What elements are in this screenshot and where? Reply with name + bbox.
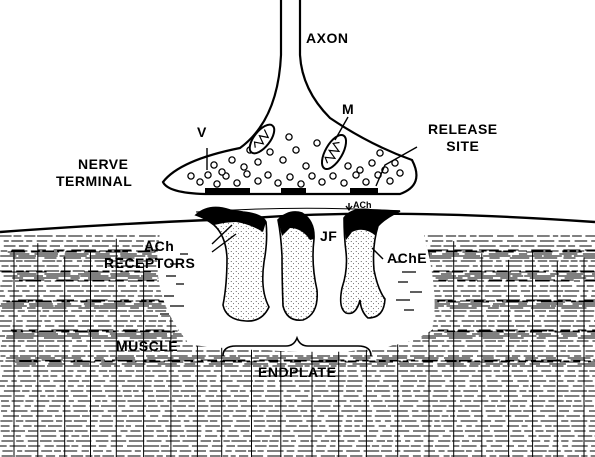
- release-sites: [205, 188, 378, 194]
- vesicle: [344, 162, 352, 170]
- leader-lines: [206, 116, 418, 260]
- vesicle: [254, 177, 262, 185]
- vesicle: [318, 178, 326, 186]
- vesicle: [386, 177, 394, 185]
- vesicle: [302, 162, 310, 170]
- ache-label: AChE: [387, 250, 428, 266]
- vesicle: [308, 172, 316, 180]
- vesicle: [243, 170, 251, 178]
- vesicle: [228, 156, 236, 164]
- vesicle: [266, 148, 274, 156]
- release-site-label: RELEASE SITE: [428, 121, 498, 154]
- vesicle: [352, 171, 360, 179]
- vesicle: [292, 146, 300, 154]
- endplate-strokes: [160, 253, 422, 315]
- vesicle: [254, 158, 262, 166]
- junctional-fold-label: JF: [320, 228, 338, 244]
- vesicle: [218, 168, 226, 176]
- vesicle: [233, 179, 241, 187]
- vesicle: [329, 172, 337, 180]
- vesicle: [264, 171, 272, 179]
- vesicle: [340, 179, 348, 187]
- vesicle: [187, 172, 195, 180]
- mitochondrion-label: M: [342, 101, 355, 117]
- muscle-label: MUSCLE: [116, 338, 179, 354]
- junctional-folds: [194, 206, 401, 322]
- ach-receptors-label: ACh RECEPTORS: [104, 238, 196, 271]
- vesicle: [279, 156, 287, 164]
- vesicle: [285, 133, 293, 141]
- vesicle: [313, 139, 321, 147]
- vesicle: [210, 161, 218, 169]
- vesicle: [196, 178, 204, 186]
- vesicle: [396, 169, 404, 177]
- vesicle: [274, 179, 282, 187]
- vesicle: [362, 178, 370, 186]
- endplate-bracket: [222, 335, 372, 357]
- mitochondria: [248, 123, 348, 170]
- vesicle: [376, 149, 384, 157]
- axon-outline: [161, 0, 418, 196]
- vesicle: [240, 163, 248, 171]
- vesicle: [297, 180, 305, 188]
- endplate-label: ENDPLATE: [258, 364, 337, 380]
- synaptic-vesicles: [187, 133, 404, 188]
- vesicle: [286, 173, 294, 181]
- vesicle-label: V: [197, 124, 207, 140]
- vesicle: [356, 166, 364, 174]
- ach-release-label: ACh: [353, 200, 372, 210]
- nerve-terminal-label: NERVE TERMINAL: [56, 156, 133, 189]
- vesicle: [368, 159, 376, 167]
- axon-label: AXON: [306, 30, 349, 46]
- vesicle: [204, 171, 212, 179]
- vesicle: [213, 180, 221, 188]
